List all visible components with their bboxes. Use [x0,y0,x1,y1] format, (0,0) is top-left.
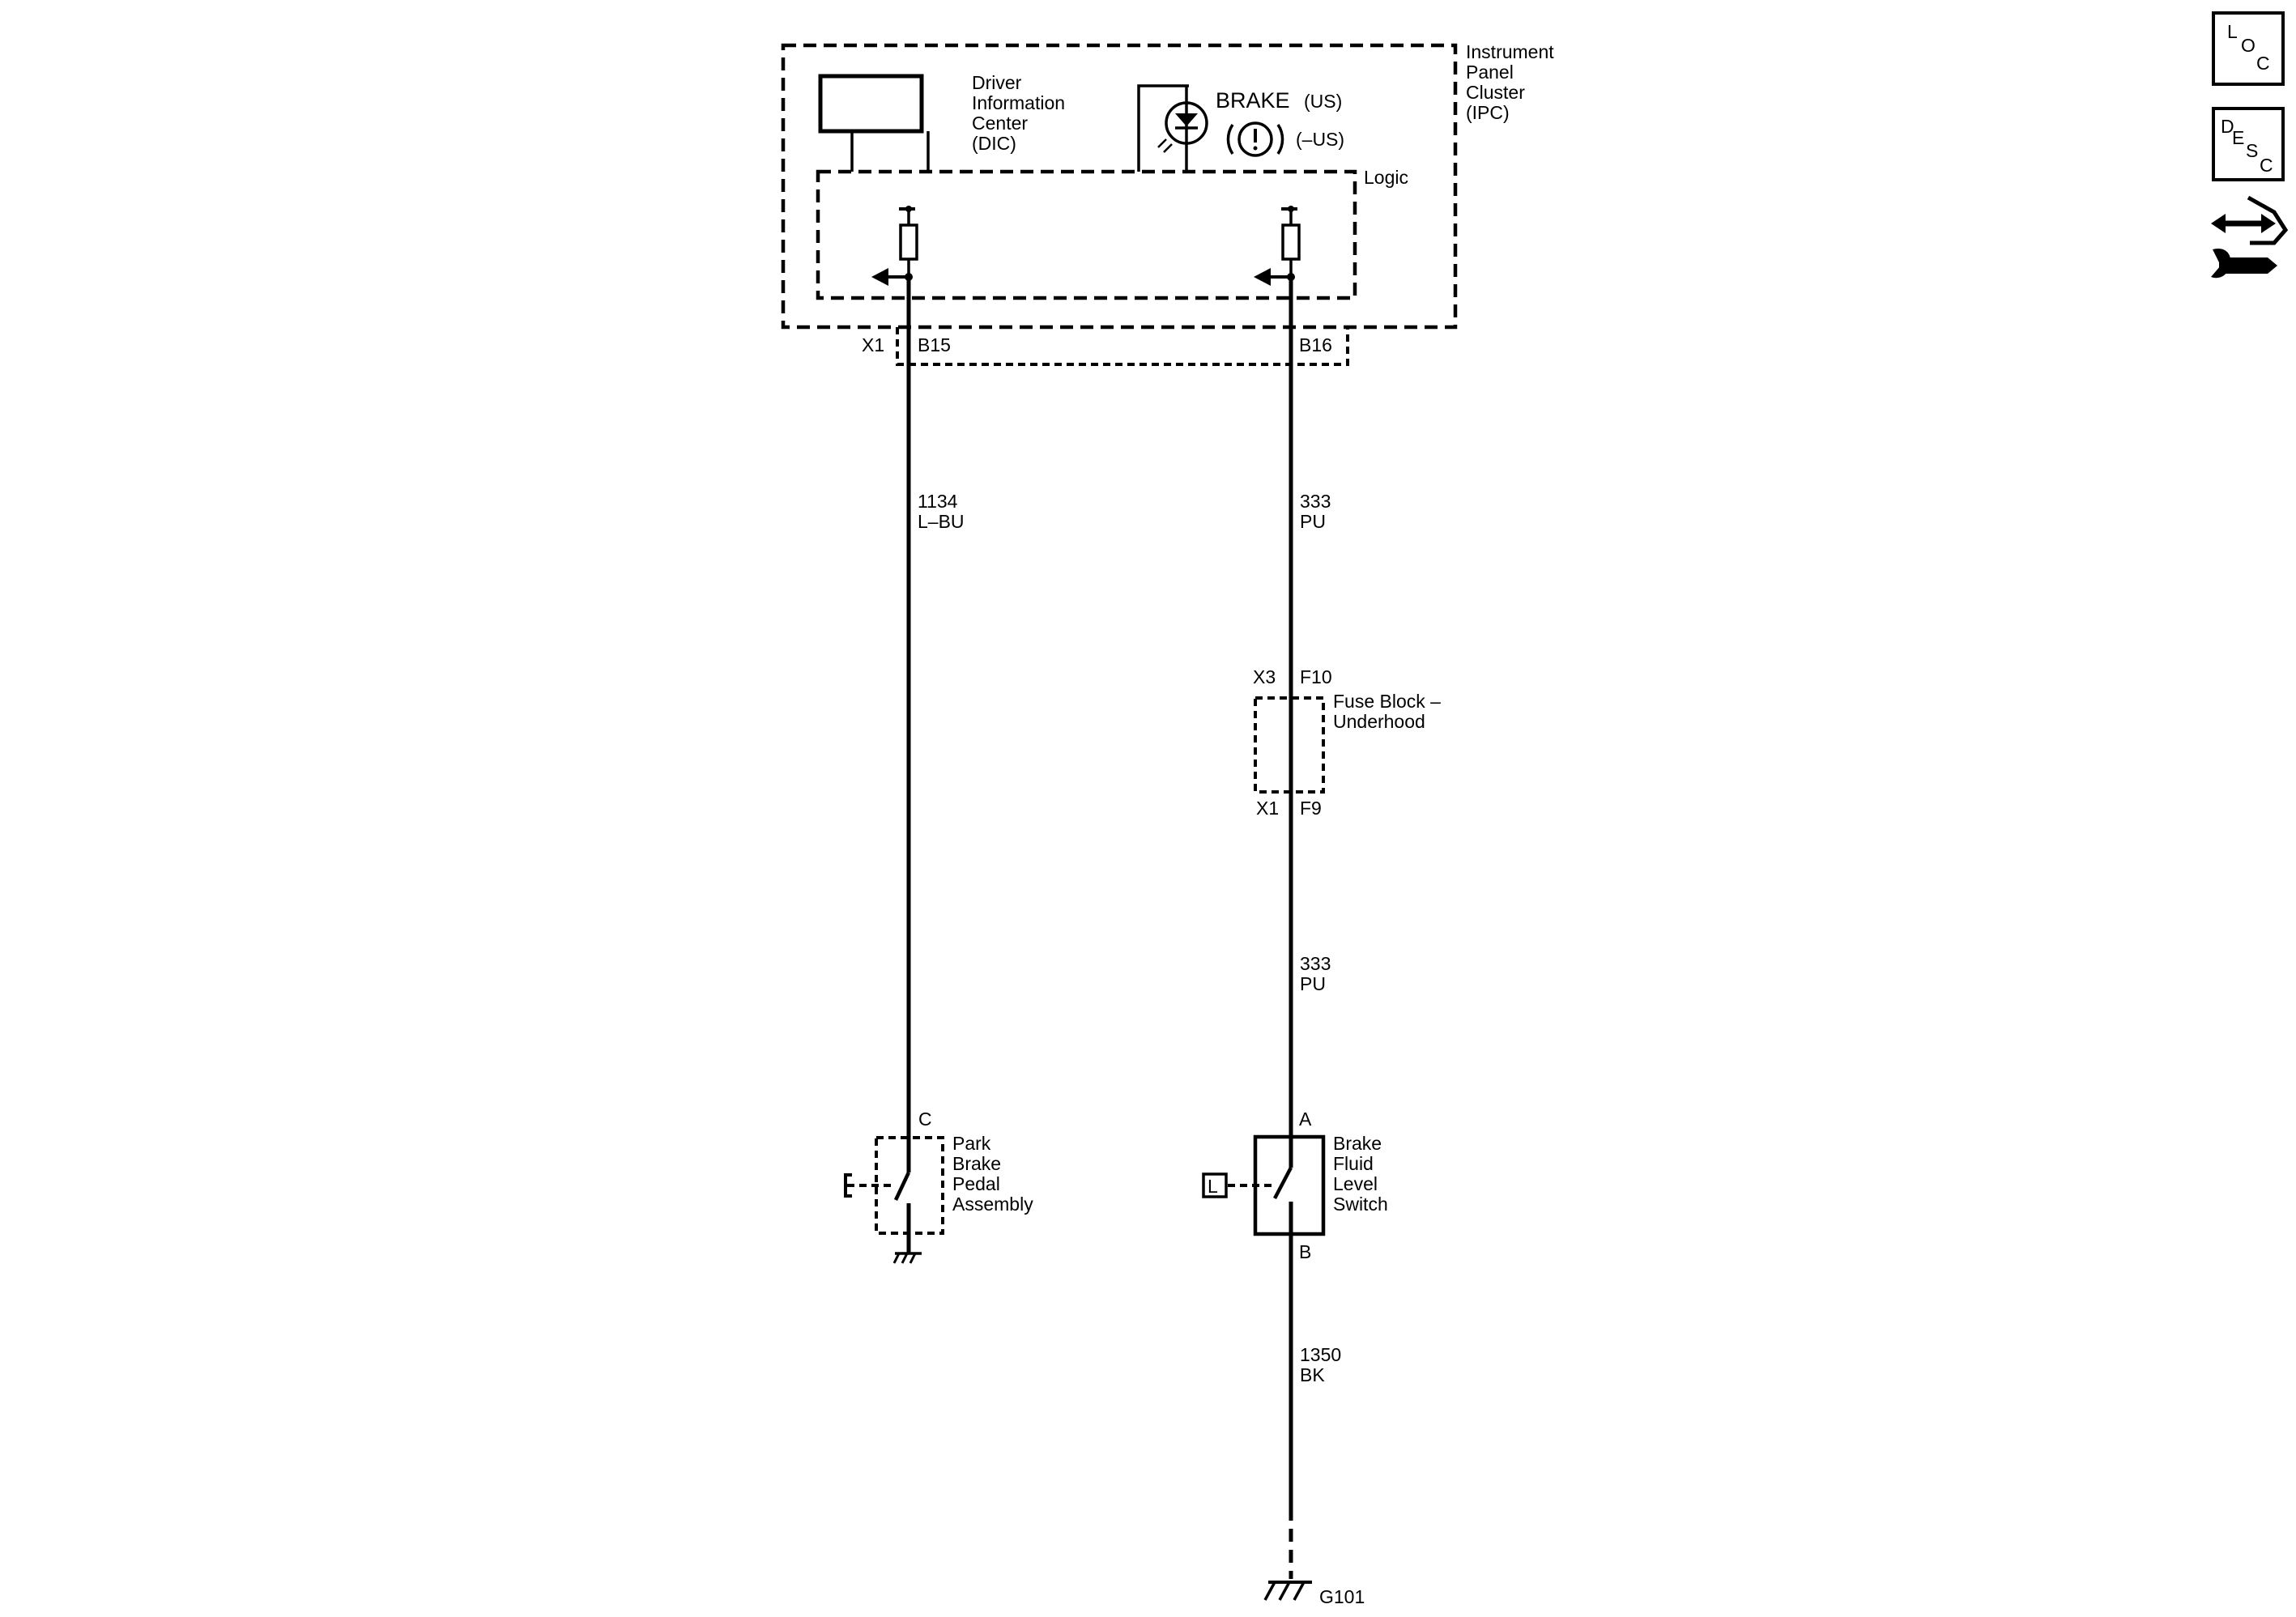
actuator-bracket-icon [844,1173,852,1198]
park-brake-switch [844,1136,944,1264]
fuse-block-name-line1: Fuse Block – [1333,691,1441,712]
park-brake-name-line2: Brake [952,1153,1001,1174]
brake-fluid-name-line1: Brake [1333,1133,1382,1154]
fuse-block-underhood: X3 F10 Fuse Block – Underhood X1 F9 [1253,666,1441,819]
dic-name-line2: Information [972,92,1065,113]
brake-fluid-name-line4: Switch [1333,1194,1388,1215]
dic-name-line1: Driver [972,72,1022,93]
desc-letter-s: S [2246,140,2258,161]
wire-333-upper: 333 PU [1289,277,1331,698]
brake-fluid-name-line3: Level [1333,1173,1378,1194]
wire-1134-circuit: 1134 [918,491,958,512]
dic-name-line4: (DIC) [972,133,1016,154]
wire-1350: 1350 BK [1289,1234,1341,1579]
light-ray-icon [1157,138,1167,148]
ipc-name-line3: Cluster [1466,82,1525,103]
ground-g101: G101 [1263,1581,1365,1607]
park-brake-pin-c: C [918,1108,932,1130]
brake-fluid-pin-b: B [1299,1241,1311,1262]
wire-333-lower: 333 PU [1289,792,1331,1137]
ipc-name-line2: Panel [1466,62,1514,83]
ipc-module: Instrument Panel Cluster (IPC) Driver In… [781,41,1554,330]
brake-fluid-name-line2: Fluid [1333,1153,1374,1174]
input-arrow-icon [871,268,888,286]
loc-icon[interactable]: L O C [2212,11,2285,86]
ipc-name-line1: Instrument [1466,41,1554,62]
chassis-ground-icon [892,1252,922,1264]
desc-icon[interactable]: D E S C [2212,107,2285,181]
wire-333-upper-circuit: 333 [1300,491,1331,512]
loc-letter-o: O [2241,35,2256,56]
ipc-input-b16 [1254,206,1301,286]
park-brake-name-line1: Park [952,1133,991,1154]
ground-name: G101 [1319,1586,1365,1607]
wire-333-lower-circuit: 333 [1300,953,1331,974]
wire-1134-color: L–BU [918,511,965,532]
dic-name-line3: Center [972,113,1028,134]
brake-nonus-label: (–US) [1296,129,1344,150]
brake-fluid-pin-a: A [1299,1108,1312,1130]
dic-display [818,74,930,172]
wire-333-lower-color: PU [1300,973,1326,994]
wire-1134: 1134 L–BU [906,277,965,1172]
ipc-connector-name: X1 [862,334,884,355]
loc-letter-l: L [2227,21,2238,42]
brake-fluid-actuator-letter: L [1208,1176,1218,1197]
pin-b16-label: B16 [1299,334,1332,355]
wire-1350-circuit: 1350 [1300,1344,1341,1365]
desc-letter-c: C [2260,155,2273,176]
desc-letter-e: E [2232,127,2244,148]
ipc-connector-x1: X1 B15 B16 [862,327,1349,366]
brake-fluid-level-switch: L [1202,1134,1326,1236]
wire-333-upper-color: PU [1300,511,1326,532]
logic-label: Logic [1364,167,1408,188]
brake-us-label: (US) [1304,91,1342,112]
input-arrow-icon [1254,268,1271,286]
pin-b15-label: B15 [918,334,951,355]
brake-warning-icon [1226,121,1284,157]
connector-repair-icon[interactable] [2211,195,2289,279]
fuse-block-top-connector: X3 [1253,666,1276,687]
fuse-block-top-pin: F10 [1300,666,1332,687]
level-actuator-icon [1202,1172,1228,1198]
fuse-block-name-line2: Underhood [1333,711,1425,732]
ipc-input-b15 [871,206,918,286]
park-brake-name-line3: Pedal [952,1173,1000,1194]
fuse-block-bottom-connector: X1 [1256,798,1279,819]
park-brake-name-line4: Assembly [952,1194,1033,1215]
logic-block [816,169,1357,300]
brake-indicator-lamp [1137,84,1208,172]
brake-label: BRAKE [1216,88,1290,113]
loc-letter-c: C [2256,53,2270,74]
wire-1350-color: BK [1300,1364,1325,1385]
fuse-block-bottom-pin: F9 [1300,798,1322,819]
ipc-name-line4: (IPC) [1466,102,1510,123]
desc-letter-d: D [2221,116,2234,137]
